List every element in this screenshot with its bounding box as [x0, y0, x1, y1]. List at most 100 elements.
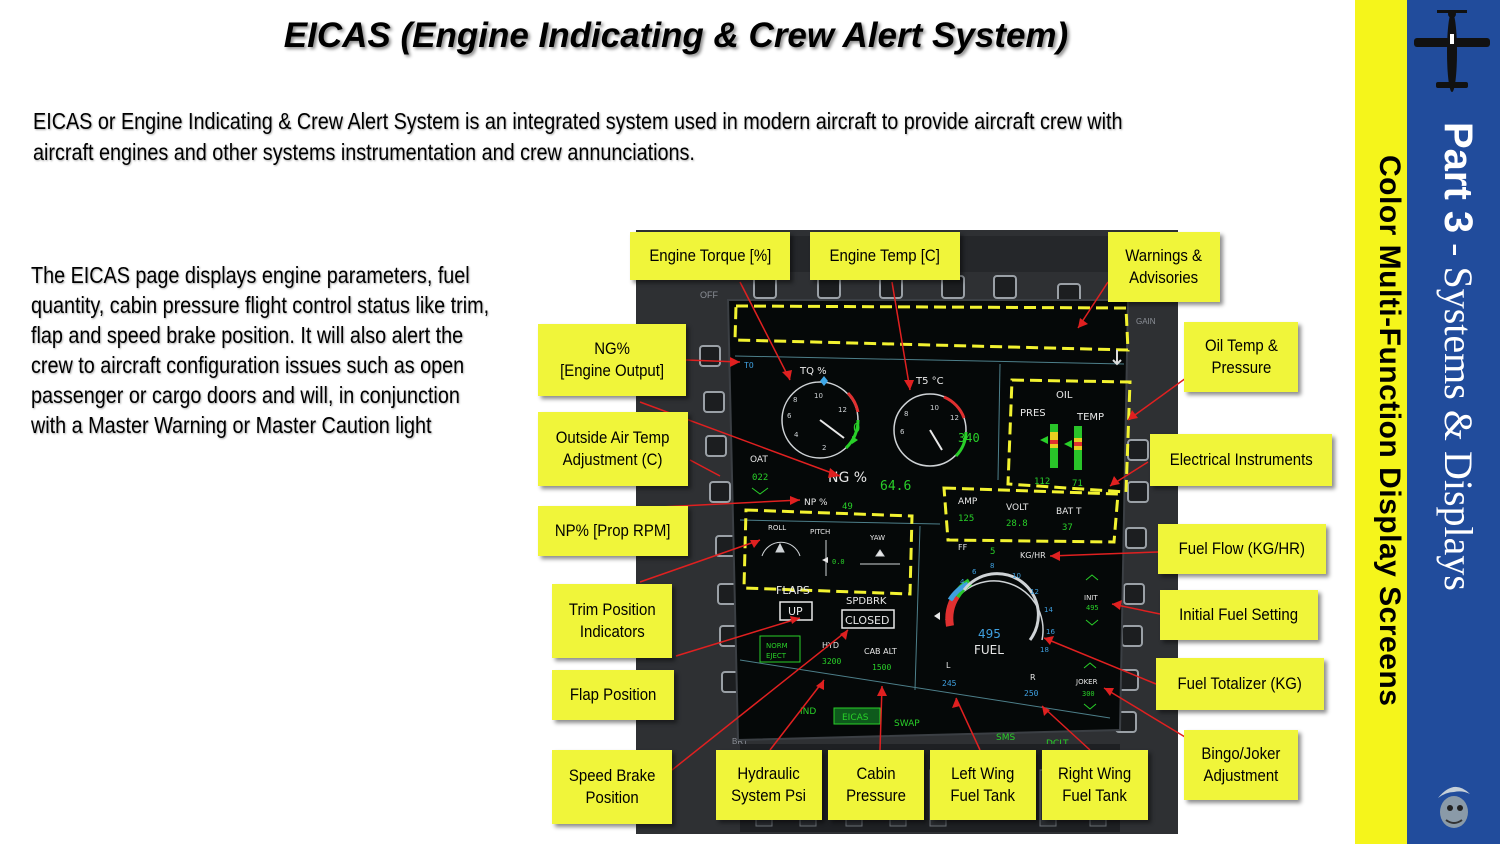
oil-pres-label: PRES — [1020, 408, 1046, 419]
flaps-value: UP — [788, 605, 803, 618]
oil-label: OIL — [1056, 390, 1073, 401]
to-label: TO — [744, 361, 754, 370]
oil-pres-value: 112 — [1034, 477, 1050, 487]
osb-right-4[interactable] — [1123, 583, 1145, 605]
init-down-icon[interactable] — [1085, 619, 1099, 626]
fuel-label: FUEL — [974, 643, 1004, 657]
description-paragraph: The EICAS page displays engine parameter… — [31, 262, 490, 438]
osb-right-5[interactable] — [1121, 625, 1143, 647]
svg-text:10: 10 — [930, 404, 939, 412]
intro-paragraph: EICAS or Engine Indicating & Crew Alert … — [33, 108, 1123, 165]
ff-value: 5 — [990, 547, 995, 557]
ng-value: 64.6 — [880, 479, 911, 494]
oat-down-icon[interactable] — [751, 487, 769, 495]
svg-text:4: 4 — [794, 431, 799, 439]
top-osb-buttons[interactable] — [753, 275, 1081, 307]
svg-text:2: 2 — [822, 444, 826, 452]
cab-alt-label: CAB ALT — [864, 647, 897, 656]
fuel-value: 495 — [978, 627, 1001, 641]
callout-right-wing: Right Wing Fuel Tank — [1042, 750, 1148, 820]
svg-text:10: 10 — [1012, 572, 1021, 580]
cab-alt-value: 1500 — [872, 663, 891, 672]
osb-left-3[interactable] — [705, 435, 727, 457]
mascot-icon — [1438, 786, 1470, 828]
fuel-scale: 2 4 6 8 10 12 14 16 18 — [950, 562, 1055, 654]
tq-label: TQ % — [799, 366, 827, 377]
joker-label: JOKER — [1075, 678, 1098, 686]
osb-right-2[interactable] — [1127, 481, 1149, 503]
joker-up-icon[interactable] — [1083, 662, 1097, 669]
tab-ind[interactable]: IND — [800, 707, 816, 717]
norm-eject-box[interactable] — [759, 635, 801, 663]
eject-label: EJECT — [766, 652, 787, 660]
volt-label: VOLT — [1006, 503, 1029, 513]
tab-eicas[interactable]: EICAS — [842, 713, 869, 723]
callout-speed-brake: Speed Brake Position — [552, 750, 672, 824]
np-value: 49 — [842, 502, 853, 512]
callout-bingo: Bingo/Joker Adjustment — [1184, 730, 1298, 800]
svg-text:18: 18 — [1040, 646, 1049, 654]
svg-text:12: 12 — [838, 406, 847, 414]
svg-text:14: 14 — [1044, 606, 1053, 614]
callout-flap: Flap Position — [552, 670, 674, 720]
osb-right-3[interactable] — [1125, 527, 1147, 549]
bezel-off-label: OFF — [700, 290, 718, 300]
osb-top-5[interactable] — [993, 275, 1017, 299]
norm-label: NORM — [766, 642, 788, 650]
spdbrk-label: SPDBRK — [846, 596, 887, 607]
spdbrk-value: CLOSED — [845, 614, 889, 627]
batt-value: 37 — [1062, 523, 1073, 533]
fuel-gauge — [934, 572, 1044, 641]
svg-text:10: 10 — [814, 392, 823, 400]
init-label: INIT — [1084, 594, 1098, 602]
svg-text:16: 16 — [1046, 628, 1055, 636]
joker-down-icon[interactable] — [1083, 703, 1097, 710]
svg-text:4: 4 — [960, 578, 965, 586]
callout-engine-temp: Engine Temp [C] — [810, 232, 960, 280]
t5-gauge — [893, 393, 968, 467]
right-tank-label: R — [1030, 673, 1036, 682]
amp-value: 125 — [958, 514, 974, 524]
osb-right-1[interactable] — [1127, 439, 1149, 461]
tq-value: 0 — [853, 421, 860, 435]
ff-unit: KG/HR — [1020, 551, 1046, 560]
callout-lines — [639, 281, 1191, 771]
tab-sms[interactable]: SMS — [996, 733, 1015, 743]
callout-engine-torque: Engine Torque [%] — [630, 232, 790, 280]
page-title: EICAS (Engine Indicating & Crew Alert Sy… — [283, 16, 1069, 55]
init-up-icon[interactable] — [1085, 574, 1099, 581]
right-tank-value: 250 — [1024, 689, 1039, 698]
callout-init-fuel: Initial Fuel Setting — [1160, 590, 1318, 640]
tq-gauge — [781, 376, 860, 459]
svg-text:8: 8 — [990, 562, 994, 570]
callout-warnings: Warnings & Advisories — [1108, 232, 1220, 302]
hyd-label: HYD — [822, 641, 839, 650]
yaw-label: YAW — [869, 534, 885, 542]
callout-oil: Oil Temp & Pressure — [1184, 322, 1298, 392]
joker-value: 300 — [1082, 690, 1095, 698]
callout-left-wing: Left Wing Fuel Tank — [930, 750, 1036, 820]
t5-label: T5 °C — [915, 376, 944, 387]
bezel-brt-label: BRT — [732, 737, 748, 746]
svg-text:2: 2 — [950, 594, 954, 602]
svg-text:12: 12 — [950, 414, 959, 422]
osb-left-1[interactable] — [699, 345, 721, 367]
ff-label: FF — [958, 543, 968, 552]
sidebar-yellow-strip — [1355, 0, 1407, 844]
callout-ng: NG% [Engine Output] — [538, 324, 686, 396]
left-tank-label: L — [946, 661, 951, 670]
svg-text:8: 8 — [904, 410, 908, 418]
tq-scale: 8 10 12 6 4 2 — [787, 392, 847, 452]
callout-fuel-flow: Fuel Flow (KG/HR) — [1158, 524, 1326, 574]
roll-label: ROLL — [768, 524, 786, 532]
svg-text:8: 8 — [793, 396, 797, 404]
oat-value: 022 — [752, 473, 768, 483]
tab-swap[interactable]: SWAP — [894, 719, 920, 729]
osb-left-2[interactable] — [703, 391, 725, 413]
osb-left-4[interactable] — [709, 481, 731, 503]
amp-label: AMP — [958, 497, 978, 507]
mfd-screen — [726, 299, 1130, 742]
callout-hydraulic: Hydraulic System Psi — [716, 750, 822, 820]
oat-label: OAT — [750, 455, 768, 465]
